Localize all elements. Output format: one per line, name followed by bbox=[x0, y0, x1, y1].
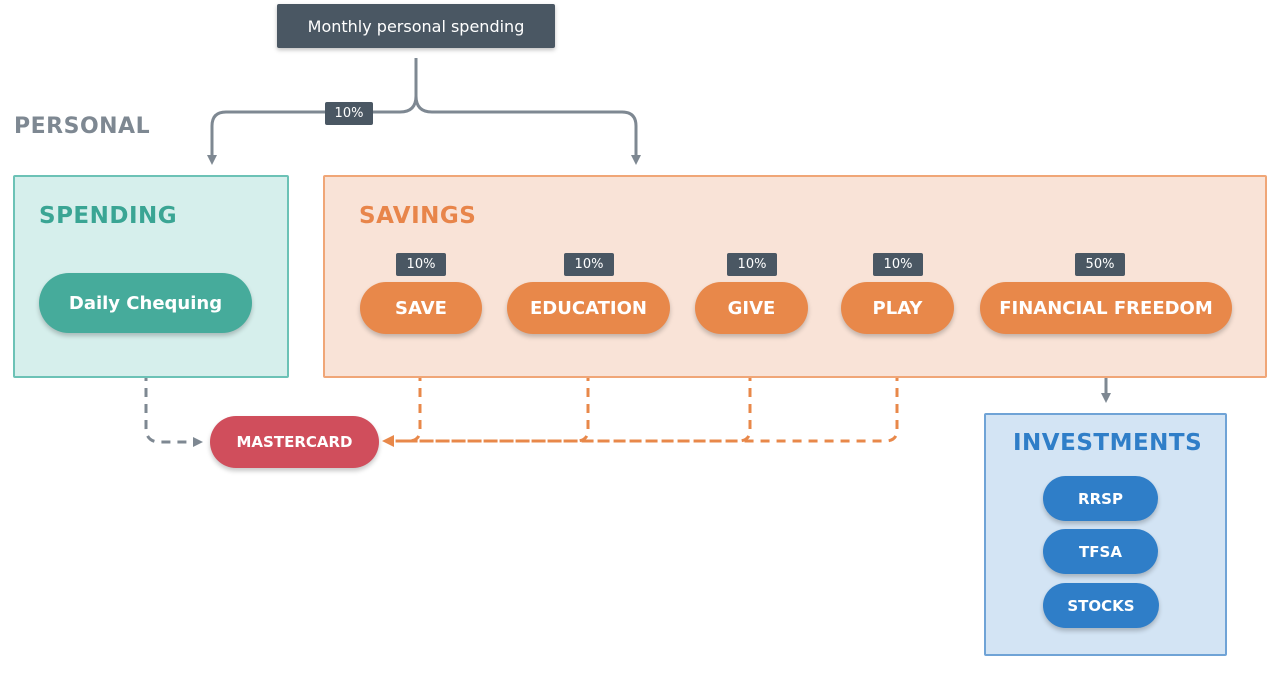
tfsa-node[interactable]: TFSA bbox=[1043, 529, 1158, 574]
play-node[interactable]: PLAY bbox=[841, 282, 954, 334]
spending-heading: SPENDING bbox=[39, 203, 178, 229]
save-percent-tag: 10% bbox=[396, 253, 446, 276]
savings-section bbox=[323, 175, 1267, 378]
chequing-to-card-connector bbox=[144, 340, 203, 447]
education-node[interactable]: EDUCATION bbox=[507, 282, 670, 334]
savings-heading: SAVINGS bbox=[359, 203, 477, 229]
play-percent-tag: 10% bbox=[873, 253, 923, 276]
education-percent-tag: 10% bbox=[564, 253, 614, 276]
root-connector bbox=[207, 58, 418, 165]
investments-heading: INVESTMENTS bbox=[1013, 430, 1203, 456]
root-connector-right bbox=[414, 95, 641, 165]
personal-heading: PERSONAL bbox=[14, 114, 151, 139]
mastercard-node[interactable]: MASTERCARD bbox=[210, 416, 379, 468]
daily-chequing-node[interactable]: Daily Chequing bbox=[39, 273, 252, 333]
give-node[interactable]: GIVE bbox=[695, 282, 808, 334]
rrsp-node[interactable]: RRSP bbox=[1043, 476, 1158, 521]
financial-freedom-percent-tag: 50% bbox=[1075, 253, 1125, 276]
save-node[interactable]: SAVE bbox=[360, 282, 482, 334]
financial-freedom-node[interactable]: FINANCIAL FREEDOM bbox=[980, 282, 1232, 334]
split-percent-tag: 10% bbox=[325, 102, 373, 125]
monthly-spending-node[interactable]: Monthly personal spending bbox=[277, 4, 555, 48]
stocks-node[interactable]: STOCKS bbox=[1043, 583, 1159, 628]
give-percent-tag: 10% bbox=[727, 253, 777, 276]
savings-to-card-connector bbox=[382, 340, 422, 447]
